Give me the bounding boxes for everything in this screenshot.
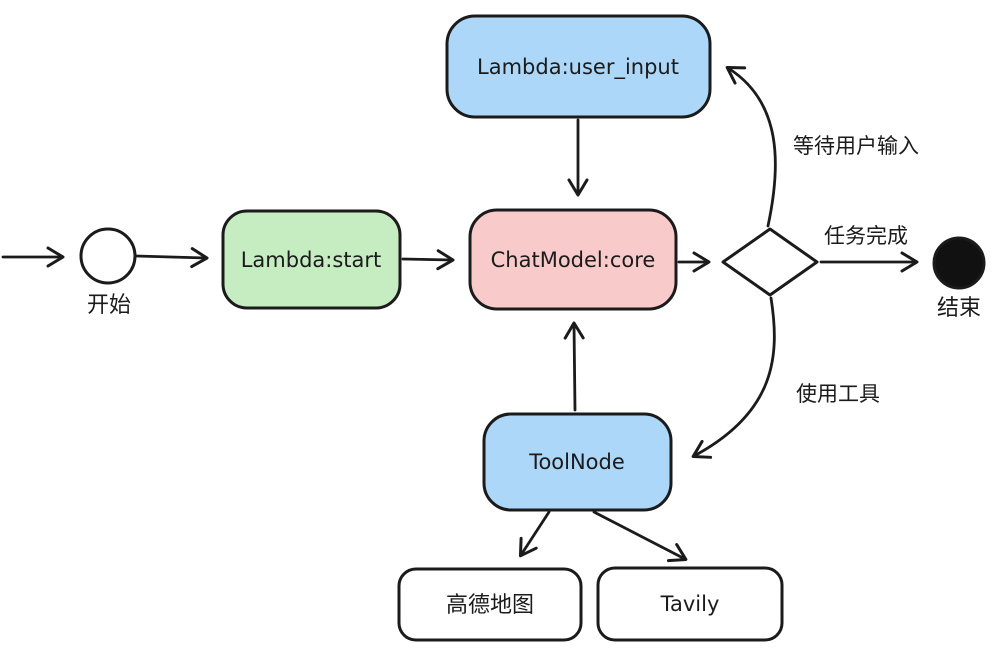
start-node — [79, 227, 137, 285]
tavily-node-label: Tavily — [660, 592, 720, 616]
tool-node-label: ToolNode — [528, 450, 625, 474]
edge-decision-to-user-input — [725, 65, 777, 228]
lambda-user-input-node-label: Lambda:user_input — [477, 55, 679, 80]
lambda-start-node — [221, 209, 402, 310]
gaode-map-node-label: 高德地图 — [446, 593, 534, 618]
edge-start-to-lambda-start — [134, 247, 209, 269]
chat-model-node-label: ChatModel:core — [491, 248, 656, 272]
edge-lambda-start-to-chat-model — [401, 249, 455, 271]
gaode-map-node — [397, 567, 583, 642]
start-node-label: 开始 — [87, 293, 131, 318]
end-node-label: 结束 — [937, 296, 981, 321]
edge-decision-to-tool-node — [691, 296, 776, 459]
edge-tool-node-to-chat-model — [563, 321, 585, 412]
edge-tool-node-to-gaode — [518, 510, 551, 558]
edge-label-use-tools: 使用工具 — [796, 382, 880, 406]
edge-label-task-done: 任务完成 — [824, 224, 908, 248]
tool-node — [482, 412, 673, 512]
decision-diamond-node — [721, 227, 819, 297]
end-node — [932, 236, 986, 290]
chat-model-node — [468, 208, 678, 311]
edge-tool-node-to-tavily — [592, 510, 688, 563]
lambda-user-input-node — [445, 14, 712, 119]
edge-label-wait-user-input: 等待用户输入 — [793, 134, 919, 158]
tavily-node — [596, 566, 784, 642]
lambda-start-node-label: Lambda:start — [241, 248, 382, 272]
